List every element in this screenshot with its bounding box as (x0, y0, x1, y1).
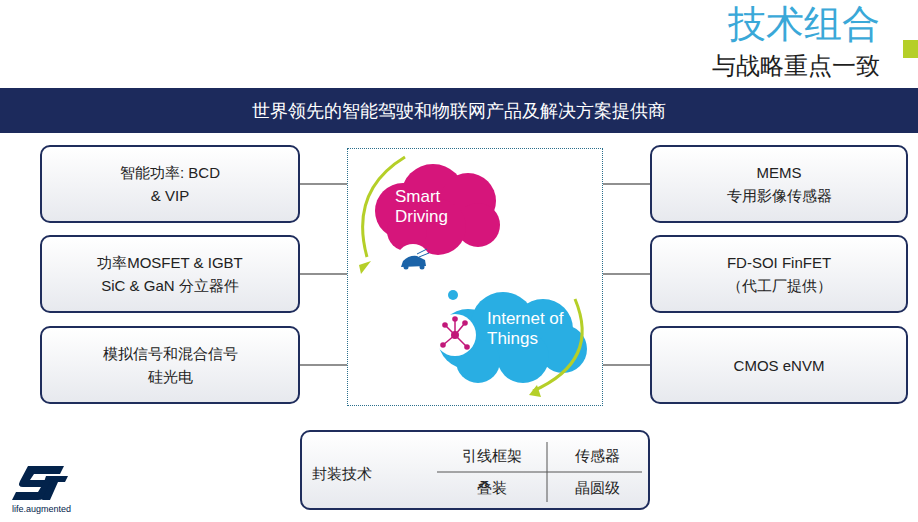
accent-dot (448, 290, 458, 300)
connector-line (300, 273, 347, 274)
car-icon (420, 265, 425, 270)
network-icon (452, 316, 458, 322)
packaging-text: 叠装 (437, 473, 547, 503)
box-text: FD-SOI FinFET（代工厂提供） (694, 251, 864, 297)
accent-bar (903, 40, 918, 58)
box-text: 模拟信号和混合信号 硅光电 (90, 342, 250, 388)
packaging-text: 晶圆级 (547, 473, 647, 503)
connector-line (603, 183, 650, 184)
page-title: 技术组合 (728, 2, 880, 46)
connector-line (603, 273, 650, 274)
st-logo (8, 462, 72, 502)
network-icon (434, 314, 476, 356)
connector-line (300, 183, 347, 184)
box-text: 功率MOSFET & IGBT SiC & GaN 分立器件 (90, 251, 250, 297)
network-icon (451, 331, 459, 339)
connector-line (603, 364, 650, 365)
cloud-title: Smart Driving (395, 187, 487, 227)
car-icon (396, 244, 430, 278)
packaging-text: 引线框架 (437, 441, 547, 471)
packaging-box: 封装技术引线框架传感器叠装晶圆级 (300, 430, 650, 510)
car-icon (417, 249, 429, 257)
network-icon (442, 322, 448, 328)
network-icon (440, 342, 446, 348)
network-icon (462, 320, 468, 326)
accent-bar (903, 40, 918, 58)
technology-box: FD-SOI FinFET（代工厂提供） (650, 235, 908, 313)
iot-cloud: Internet of Things (433, 289, 588, 379)
smart-driving-cloud: Smart Driving (373, 161, 503, 251)
technology-box: 功率MOSFET & IGBT SiC & GaN 分立器件 (40, 235, 300, 313)
technology-box: MEMS 专用影像传感器 (650, 145, 908, 223)
focus-frame: Smart DrivingInternet of Things (347, 148, 603, 406)
technology-box: 模拟信号和混合信号 硅光电 (40, 326, 300, 404)
connector-line (300, 364, 347, 365)
technology-box: CMOS eNVM (650, 326, 908, 404)
network-icon (464, 344, 470, 350)
packaging-text: 封装技术 (312, 459, 422, 489)
car-icon (404, 265, 409, 270)
technology-box: 智能功率: BCD & VIP (40, 145, 300, 223)
header-band: 世界领先的智能驾驶和物联网产品及解决方案提供商 (0, 88, 918, 133)
packaging-text: 传感器 (547, 441, 647, 471)
box-text: 世界领先的智能驾驶和物联网产品及解决方案提供商 (252, 99, 666, 123)
accent-arrow (529, 385, 541, 397)
box-text: MEMS 专用影像传感器 (709, 161, 849, 207)
box-text: CMOS eNVM (734, 354, 825, 377)
logo-tagline: life.augmented (12, 503, 71, 516)
cloud-title: Internet of Things (487, 309, 571, 349)
accent-arrow (359, 261, 371, 274)
grid-line (437, 472, 642, 473)
st-logo (42, 476, 68, 500)
box-text: 智能功率: BCD & VIP (114, 161, 226, 207)
subtitle: 与战略重点一致 (712, 52, 880, 80)
